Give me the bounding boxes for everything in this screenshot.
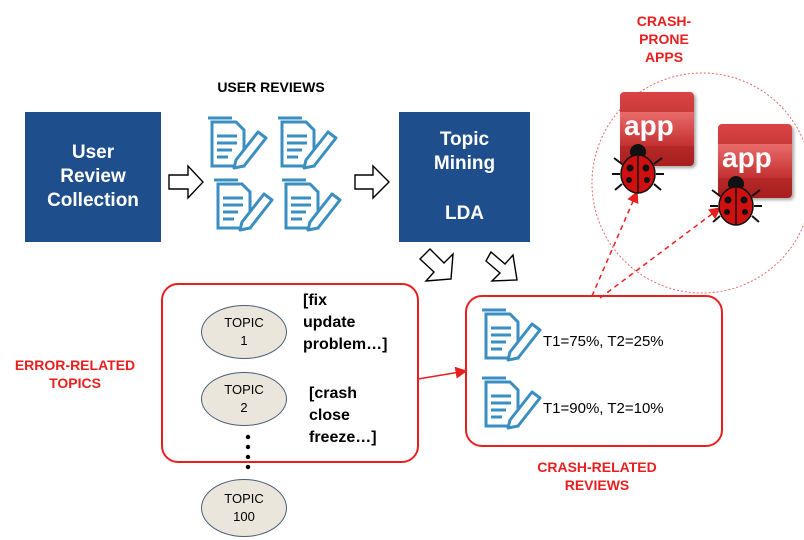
app-icon-text: app — [722, 142, 772, 173]
arrow-reviews-to-app1 — [591, 190, 639, 297]
app-tile-band — [620, 112, 694, 146]
topic-1-terms: [fix update problem…] — [303, 290, 387, 356]
topic-word: TOPIC — [224, 315, 264, 330]
mining-line-2: Mining — [433, 153, 496, 174]
review-document-icon — [278, 116, 338, 170]
app-tile-band — [718, 144, 792, 178]
topic-node-1: TOPIC 1 — [201, 305, 287, 359]
error-label-line-2: TOPICS — [49, 375, 101, 391]
review-document-icon — [208, 116, 268, 170]
crash-prone-apps-label: CRASH-PRONE APPS — [614, 12, 714, 66]
topic-2-terms: [crash close freeze…] — [309, 383, 377, 449]
topic-node-2: TOPIC 2 — [201, 372, 287, 426]
arrow-mining-to-crash-reviews — [485, 250, 518, 282]
arrow-collection-to-reviews — [168, 164, 204, 200]
topic-number: 1 — [240, 333, 248, 348]
review-icons-grid — [204, 112, 354, 242]
crash-prone-line-1: CRASH-PRONE — [636, 13, 692, 47]
topic-number: 100 — [233, 509, 255, 524]
crash-reviews-line-1: CRASH-RELATED — [537, 459, 657, 475]
crash-prone-line-2: APPS — [644, 49, 684, 65]
topic-word: TOPIC — [224, 491, 264, 506]
arrow-reviews-to-app2 — [599, 207, 722, 299]
topic-term: close — [309, 407, 350, 424]
crash-reviews-box — [465, 295, 723, 447]
topic-term: [crash — [309, 385, 358, 402]
error-label-line-1: ERROR-RELATED — [14, 357, 136, 373]
arrow-reviews-to-mining — [354, 164, 390, 200]
topic-number: 2 — [240, 400, 248, 415]
error-topics-box — [161, 283, 419, 463]
crash-review-2-scores: T1=90%, T2=10% — [543, 400, 664, 417]
app-icon-text: app — [624, 110, 674, 141]
crash-app-1: app — [610, 92, 710, 202]
mining-line-1: Topic — [439, 129, 490, 150]
arrow-mining-to-topics — [418, 248, 454, 282]
topic-term: update — [303, 314, 356, 331]
crash-related-reviews-label: CRASH-RELATED REVIEWS — [527, 458, 667, 494]
user-review-collection-box: User Review Collection — [25, 112, 161, 242]
review-document-icon — [482, 376, 542, 430]
crash-reviews-line-2: REVIEWS — [564, 477, 630, 493]
arrow-topics-to-reviews — [417, 366, 468, 380]
topic-term: [fix — [303, 292, 327, 309]
review-document-icon — [482, 308, 542, 362]
ladybug-icon — [612, 144, 664, 194]
crash-prone-circle — [591, 72, 804, 294]
topic-term: problem…] — [303, 336, 388, 353]
collection-line-2: Review — [60, 166, 126, 187]
topic-node-100: TOPIC 100 — [201, 479, 287, 537]
crash-app-2: app — [706, 124, 804, 234]
topic-word: TOPIC — [224, 382, 264, 397]
collection-line-3: Collection — [47, 190, 139, 211]
collection-line-1: User — [71, 142, 115, 163]
crash-review-1-scores: T1=75%, T2=25% — [543, 333, 664, 350]
review-document-icon — [282, 178, 342, 232]
app-tile-icon: app — [620, 92, 694, 166]
topic-term: freeze…] — [309, 429, 377, 446]
ellipsis-dots — [245, 434, 251, 470]
error-related-topics-label: ERROR-RELATED TOPICS — [0, 356, 150, 392]
topic-mining-box: Topic Mining LDA — [399, 112, 530, 242]
mining-line-3: LDA — [444, 203, 485, 224]
user-reviews-label: USER REVIEWS — [217, 79, 325, 95]
review-document-icon — [214, 178, 274, 232]
ladybug-icon — [710, 176, 762, 226]
